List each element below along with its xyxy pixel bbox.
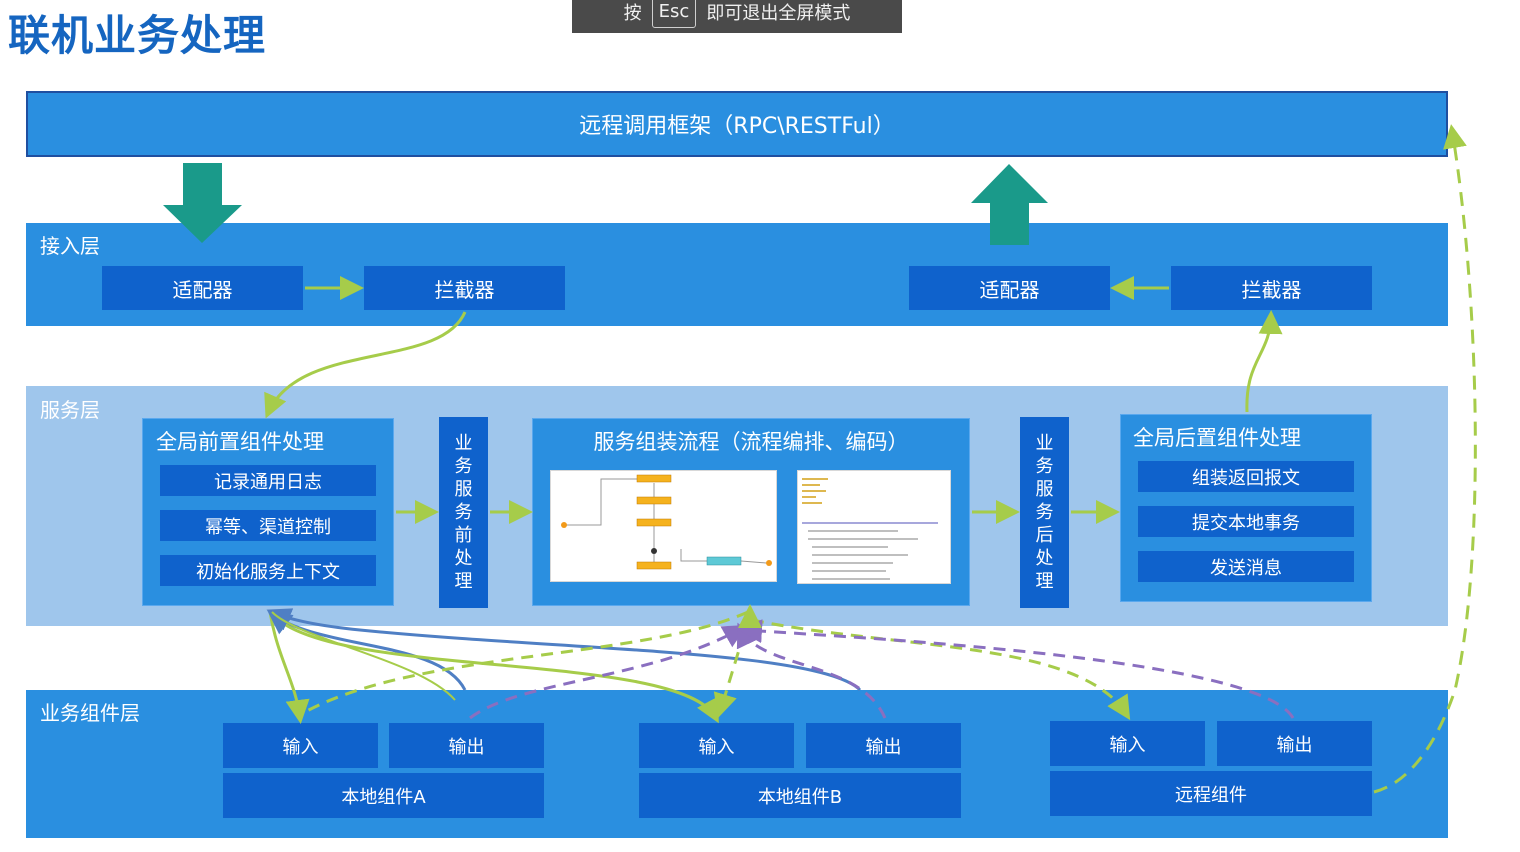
- remote-to-rpc-dashed: [1373, 124, 1477, 794]
- business-post-processing-box: 业 务 服 务 后 处 理: [1020, 417, 1069, 608]
- post-char: 务: [1035, 456, 1054, 477]
- b-output-to-assembly-dashed: [736, 622, 887, 719]
- post-component-to-interceptor-curve: [1245, 310, 1283, 413]
- pre-char: 业: [454, 433, 473, 454]
- code-sketch: [802, 478, 938, 580]
- remote-component-name: 远程组件: [1050, 771, 1372, 816]
- assembly-to-remote-input-dashed: [751, 618, 1131, 721]
- pre-item-idempotent: 幂等、渠道控制: [160, 510, 376, 541]
- a-output-to-assembly-dashed: [469, 625, 748, 720]
- post-char: 处: [1035, 548, 1054, 569]
- b-output-to-pre-curve: [266, 608, 862, 692]
- remote-component-output: 输出: [1217, 721, 1372, 766]
- global-post-title: 全局后置组件处理: [1133, 426, 1301, 450]
- service-layer-label: 服务层: [40, 398, 100, 422]
- component-b-output: 输出: [806, 723, 961, 768]
- flow-diagram-sketch: [561, 474, 772, 570]
- up-arrow-icon: [971, 164, 1048, 245]
- pre-to-b-input-curve: [270, 613, 719, 724]
- component-b-name: 本地组件B: [639, 773, 961, 818]
- remote-component-input: 输入: [1050, 721, 1205, 766]
- pre-char: 服: [454, 479, 473, 500]
- pre-char: 理: [454, 571, 473, 592]
- pre-char: 务: [454, 502, 473, 523]
- component-a-input: 输入: [223, 723, 378, 768]
- pre-char: 处: [454, 548, 473, 569]
- right-interceptor-box: 拦截器: [1171, 266, 1372, 310]
- hint-prefix: 按: [623, 2, 642, 24]
- global-pre-title: 全局前置组件处理: [156, 430, 324, 454]
- interceptor-to-pre-component-curve: [264, 311, 467, 419]
- assembly-to-b-input-dashed: [713, 613, 752, 718]
- post-char: 务: [1035, 502, 1054, 523]
- component-a-output: 输出: [389, 723, 544, 768]
- remote-output-to-assembly-dashed: [738, 619, 1295, 719]
- service-assembly-title: 服务组装流程（流程编排、编码）: [593, 430, 909, 454]
- post-item-message: 发送消息: [1138, 551, 1354, 582]
- pre-char: 前: [454, 525, 473, 546]
- pre-item-context: 初始化服务上下文: [160, 555, 376, 586]
- post-char: 服: [1035, 479, 1054, 500]
- post-char: 理: [1035, 571, 1054, 592]
- component-b-input: 输入: [639, 723, 794, 768]
- esc-key: Esc: [651, 0, 697, 28]
- assembly-to-a-input-dashed: [304, 610, 749, 714]
- post-item-commit: 提交本地事务: [1138, 506, 1354, 537]
- flow-diagram-thumbnail: [550, 470, 777, 582]
- left-adapter-box: 适配器: [102, 266, 303, 310]
- post-item-assemble: 组装返回报文: [1138, 461, 1354, 492]
- code-thumbnail: [797, 470, 951, 584]
- component-a-name: 本地组件A: [223, 773, 544, 818]
- right-adapter-box: 适配器: [909, 266, 1110, 310]
- pre-char: 务: [454, 456, 473, 477]
- post-char: 后: [1035, 525, 1054, 546]
- pre-to-a-loop-curve: [271, 611, 456, 701]
- hint-suffix: 即可退出全屏模式: [706, 2, 851, 24]
- pre-item-log: 记录通用日志: [160, 465, 376, 496]
- a-output-to-pre-curve: [267, 610, 467, 691]
- post-char: 业: [1035, 433, 1054, 454]
- rpc-framework-bar: 远程调用框架（RPC\RESTFul）: [26, 91, 1448, 157]
- access-layer-label: 接入层: [40, 234, 100, 258]
- business-pre-processing-box: 业 务 服 务 前 处 理: [439, 417, 488, 608]
- down-arrow-icon: [163, 163, 242, 243]
- left-interceptor-box: 拦截器: [364, 266, 565, 310]
- component-layer-label: 业务组件层: [40, 701, 140, 725]
- fullscreen-exit-hint: 按 Esc 即可退出全屏模式: [572, 0, 902, 33]
- page-title: 联机业务处理: [8, 11, 267, 60]
